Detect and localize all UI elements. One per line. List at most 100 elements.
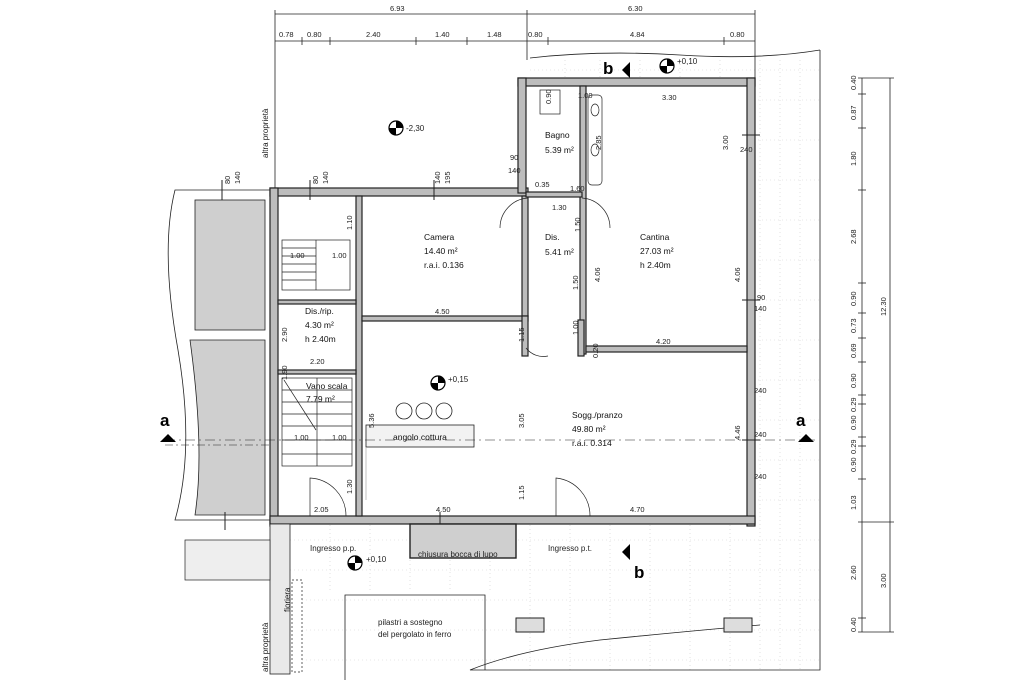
- room-cantina-name: Cantina: [640, 232, 670, 242]
- chiusura-label: chiusura bocca di lupo: [418, 550, 498, 559]
- stairs: [281, 239, 353, 467]
- idim-17: 4.50: [435, 307, 450, 316]
- dim-seg-2: 0.80: [307, 30, 322, 39]
- idim-13: 1.10: [345, 215, 354, 230]
- idim-25: 1.50: [571, 275, 580, 290]
- altra-proprieta-bottom: altra proprietà: [261, 622, 270, 672]
- idim-2: 140: [233, 171, 242, 184]
- dim-seg-1: 0.78: [279, 30, 294, 39]
- idim-1: 80: [223, 176, 232, 184]
- dim-seg-5: 1.48: [487, 30, 502, 39]
- idim-38: 2.20: [310, 357, 325, 366]
- idim-14: 1.00: [290, 251, 305, 260]
- door-swings: [309, 197, 611, 517]
- dim-total-right: 6.30: [628, 4, 643, 13]
- level-living: +0,15: [448, 375, 469, 384]
- room-bagno-area: 5.39 m²: [545, 145, 574, 155]
- idim-10: 1.30: [552, 203, 567, 212]
- idim-40: 5.36: [367, 413, 376, 428]
- inner-dimensions: 80 140 80 140 140 195 90 140 0.35 1.30 1…: [223, 89, 767, 514]
- section-arrow-b-top: [622, 62, 630, 78]
- rdim-12: 0.90: [849, 457, 858, 472]
- dim-seg-6: 0.80: [528, 30, 543, 39]
- idim-43: 1.30: [345, 479, 354, 494]
- section-label-a-left: a: [160, 411, 170, 430]
- ingresso-pt-label: Ingresso p.t.: [548, 544, 592, 553]
- idim-16: 2.90: [280, 327, 289, 342]
- idim-15: 1.00: [332, 251, 347, 260]
- idim-45: 4.50: [436, 505, 451, 514]
- idim-28: 4.20: [656, 337, 671, 346]
- rdim-15: 0.40: [849, 617, 858, 632]
- dim-seg-8: 0.80: [730, 30, 745, 39]
- idim-21: 1.00: [578, 91, 593, 100]
- level-entry: +0,10: [366, 555, 387, 564]
- dim-seg-7: 4.84: [630, 30, 645, 39]
- rdim-1: 0.40: [849, 75, 858, 90]
- idim-42: 1.15: [517, 485, 526, 500]
- rdim-14: 2.60: [849, 565, 858, 580]
- rdim-4: 2.68: [849, 229, 858, 244]
- room-camera-rai: r.a.i. 0.136: [424, 260, 464, 270]
- idim-32: 240: [754, 430, 767, 439]
- rdim-9: 0.29: [849, 397, 858, 412]
- room-disrip-area: 4.30 m²: [305, 320, 334, 330]
- idim-20: 0.90: [544, 89, 553, 104]
- idim-39: 1.15: [517, 327, 526, 342]
- boundary-curve-top: [529, 49, 821, 59]
- building-walls: [269, 77, 756, 527]
- room-bagno-name: Bagno: [545, 130, 570, 140]
- idim-26: 1.00: [571, 320, 580, 335]
- paving-grid: [290, 60, 820, 670]
- idim-4: 140: [321, 171, 330, 184]
- level-marker-b-top: [659, 58, 675, 74]
- idim-29: 90: [757, 293, 765, 302]
- level-marker-entry: [347, 555, 363, 571]
- pilastri-label-2: del pergolato in ferro: [378, 630, 452, 639]
- room-vano-name: Vano scala: [306, 381, 348, 391]
- property-boundary: [469, 50, 821, 671]
- level-marker-living: [430, 375, 446, 391]
- idim-9: 0.35: [535, 180, 550, 189]
- room-sogg-rai: r.a.i. 0.314: [572, 438, 612, 448]
- pilastri-label-1: pilastri a sostegno: [378, 618, 443, 627]
- room-camera-name: Camera: [424, 232, 455, 242]
- level-b-top: +0,10: [677, 57, 698, 66]
- idim-27: 0.20: [591, 343, 600, 358]
- section-arrow-b-bottom: [622, 544, 630, 560]
- idim-41: 3.05: [517, 413, 526, 428]
- idim-24: 4.06: [733, 267, 742, 282]
- room-dis-area: 5.41 m²: [545, 247, 574, 257]
- section-arrow-a-left: [160, 434, 176, 442]
- dim-seg-4: 1.40: [435, 30, 450, 39]
- room-camera-area: 14.40 m²: [424, 246, 458, 256]
- rdim-13: 1.03: [849, 495, 858, 510]
- room-disrip-name: Dis./rip.: [305, 306, 334, 316]
- ingresso-pp-label: Ingresso p.p.: [310, 544, 356, 553]
- idim-23: 4.06: [593, 267, 602, 282]
- idim-31: 240: [754, 386, 767, 395]
- fioriera-label: fioriera: [283, 587, 292, 612]
- right-dimensions: 0.40 0.87 1.80 2.68 0.90 0.73 0.69 0.90 …: [849, 75, 894, 633]
- rdim-3: 1.80: [849, 151, 858, 166]
- idim-18: 3.00: [721, 135, 730, 150]
- idim-5: 140: [433, 171, 442, 184]
- idim-46: 4.70: [630, 505, 645, 514]
- idim-6: 195: [443, 171, 452, 184]
- neighbour-property: [165, 189, 271, 521]
- room-cantina-height: h 2.40m: [640, 260, 671, 270]
- dim-total-left: 6.93: [390, 4, 405, 13]
- rdim-2: 0.87: [849, 105, 858, 120]
- room-sogg-name: Sogg./pranzo: [572, 410, 623, 420]
- idim-30: 140: [754, 304, 767, 313]
- rdim-7: 0.69: [849, 343, 858, 358]
- front-features: [184, 523, 753, 680]
- idim-3: 80: [311, 176, 320, 184]
- bocca-di-lupo: [409, 523, 517, 559]
- room-vano-area: 7.79 m²: [306, 394, 335, 404]
- idim-35: 1.00: [294, 433, 309, 442]
- rdim-8: 0.90: [849, 373, 858, 388]
- section-arrow-a-right: [798, 434, 814, 442]
- room-sogg-area: 49.80 m²: [572, 424, 606, 434]
- room-angolo-name: angolo cottura: [393, 432, 447, 442]
